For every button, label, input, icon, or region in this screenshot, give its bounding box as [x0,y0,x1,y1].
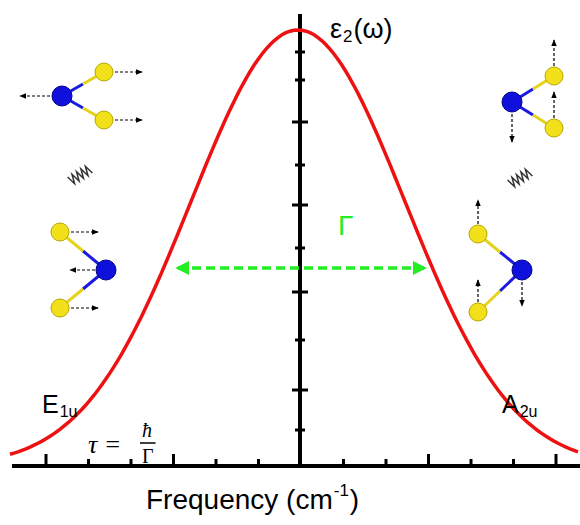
y-tick [295,164,305,167]
text-label: A [502,392,519,417]
y-tick [295,429,305,432]
spring-symbol [68,166,93,183]
x-tick [87,459,90,466]
x-tick [470,459,473,466]
y-tick [292,291,308,294]
text-label: (ω) [354,16,393,43]
x-tick [385,459,388,466]
displacement-arrow [20,95,50,96]
displacement-arrow [511,114,512,142]
spring-symbol [508,169,533,186]
chalcogen-atom [51,223,69,241]
axis-ticks [46,52,556,466]
text-label: 1u [60,404,78,420]
x-tick [257,459,260,466]
x-tick [215,459,218,466]
text-label: -1 [334,482,349,499]
y-tick [295,51,305,54]
x-tick [512,459,515,466]
metal-atom [512,260,532,280]
displacement-arrow [553,92,554,118]
text-label: 2 [343,28,352,45]
x-tick [427,454,430,466]
displacement-arrow [521,282,522,306]
x-tick [342,459,345,466]
text-label: τ = [88,432,121,458]
y-tick [292,389,308,392]
x-tick [45,454,48,466]
metal-atom [96,260,116,280]
metal-atom [52,86,72,106]
displacement-arrow [115,71,142,72]
metal-atom [502,92,522,112]
molecule-drawings [20,40,563,321]
text-label: E [42,392,59,417]
gaussian-curve [10,30,578,454]
displacement-arrow [71,231,98,232]
displacement-arrow [115,119,142,120]
displacement-arrow [477,280,478,302]
text-label: 2u [520,404,538,420]
text-label: ε [330,16,342,43]
chalcogen-atom [545,119,563,137]
displacement-arrow [70,269,95,270]
text-label: ħ [142,420,152,440]
displacement-arrow [477,200,478,224]
fwhm-arrow [178,266,424,270]
chalcogen-atom [469,303,487,321]
text-label: Γ [338,212,353,240]
x-tick [130,459,133,466]
text-label: ) [350,486,359,514]
text-label: Frequency (cm [146,486,333,514]
y-tick [295,79,305,82]
displacement-arrow [553,40,554,66]
x-axis [12,464,580,468]
y-axis [298,14,302,466]
text-label: Γ [142,446,154,466]
fraction-bar [140,442,156,444]
x-tick [555,454,558,466]
displacement-arrow [71,307,98,308]
x-tick [172,454,175,466]
chalcogen-atom [469,225,487,243]
y-tick [292,121,308,124]
chalcogen-atom [95,63,113,81]
y-tick [292,204,308,207]
y-tick [295,247,305,250]
chalcogen-atom [545,67,563,85]
chalcogen-atom [95,111,113,129]
y-tick [295,339,305,342]
chalcogen-atom [51,299,69,317]
